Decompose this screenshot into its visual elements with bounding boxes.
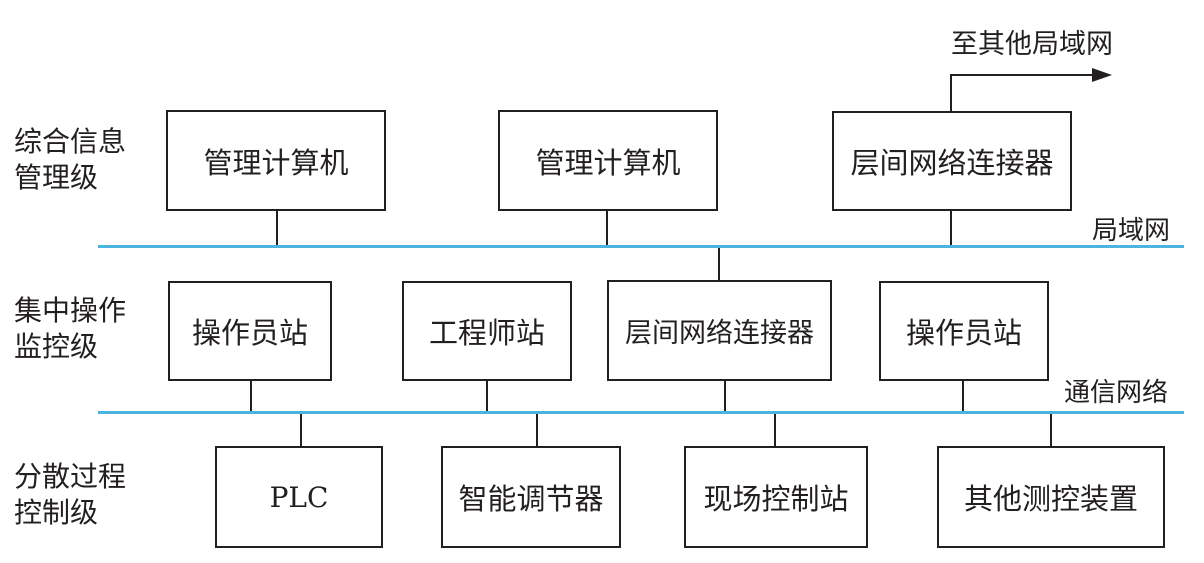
level-label-line: 集中操作 — [14, 294, 127, 327]
field-control-station-box: 现场控制站 — [684, 446, 868, 548]
box-label: 操作员站 — [905, 316, 1022, 350]
operator-station-box: 操作员站 — [168, 281, 332, 381]
box-label: 操作员站 — [191, 316, 308, 350]
connector-line — [300, 412, 302, 446]
other-measurement-control-device-box: 其他测控装置 — [937, 446, 1165, 548]
lan-bus-line — [98, 245, 1184, 248]
connector-line — [486, 380, 488, 412]
connector-line — [276, 210, 278, 246]
management-computer-box: 管理计算机 — [498, 110, 718, 211]
connector-line — [724, 380, 726, 412]
smart-regulator-box: 智能调节器 — [441, 446, 621, 548]
engineer-station-box: 工程师站 — [402, 281, 572, 381]
box-label: 管理计算机 — [535, 145, 681, 180]
management-computer-box: 管理计算机 — [166, 110, 386, 211]
connector-line — [962, 380, 964, 412]
connector-line — [774, 412, 776, 446]
box-label: 其他测控装置 — [963, 482, 1138, 516]
box-label: 管理计算机 — [203, 145, 349, 180]
box-label: PLC — [269, 480, 329, 514]
connector-line — [606, 210, 608, 246]
box-label: 工程师站 — [428, 316, 545, 350]
connector-line — [950, 210, 952, 246]
level-label-operation-monitoring: 集中操作 监控级 — [14, 293, 126, 365]
connector-line — [1050, 412, 1052, 446]
connector-line — [718, 246, 720, 280]
level-label-line: 分散过程 — [14, 460, 127, 493]
level-label-info-management: 综合信息 管理级 — [14, 124, 126, 196]
to-other-lan-label: 至其他局域网 — [951, 29, 1113, 60]
connector-line — [536, 412, 538, 446]
level-label-process-control: 分散过程 控制级 — [14, 459, 126, 531]
inter-layer-connector-box: 层间网络连接器 — [832, 111, 1072, 211]
box-label: 智能调节器 — [458, 482, 604, 516]
box-label: 现场控制站 — [703, 482, 849, 516]
inter-layer-connector-box: 层间网络连接器 — [607, 280, 832, 381]
level-label-line: 管理级 — [14, 161, 99, 194]
box-label: 层间网络连接器 — [625, 318, 814, 349]
level-label-line: 综合信息 — [14, 125, 127, 158]
lan-label: 局域网 — [1092, 216, 1171, 246]
level-label-line: 控制级 — [14, 496, 99, 529]
plc-box: PLC — [215, 446, 383, 548]
connector-line — [250, 380, 252, 412]
comm-network-label: 通信网络 — [1064, 378, 1169, 408]
level-label-line: 监控级 — [14, 330, 99, 363]
box-label: 层间网络连接器 — [850, 146, 1054, 180]
operator-station-box: 操作员站 — [879, 281, 1049, 381]
comm-network-bus-line — [98, 411, 1184, 414]
